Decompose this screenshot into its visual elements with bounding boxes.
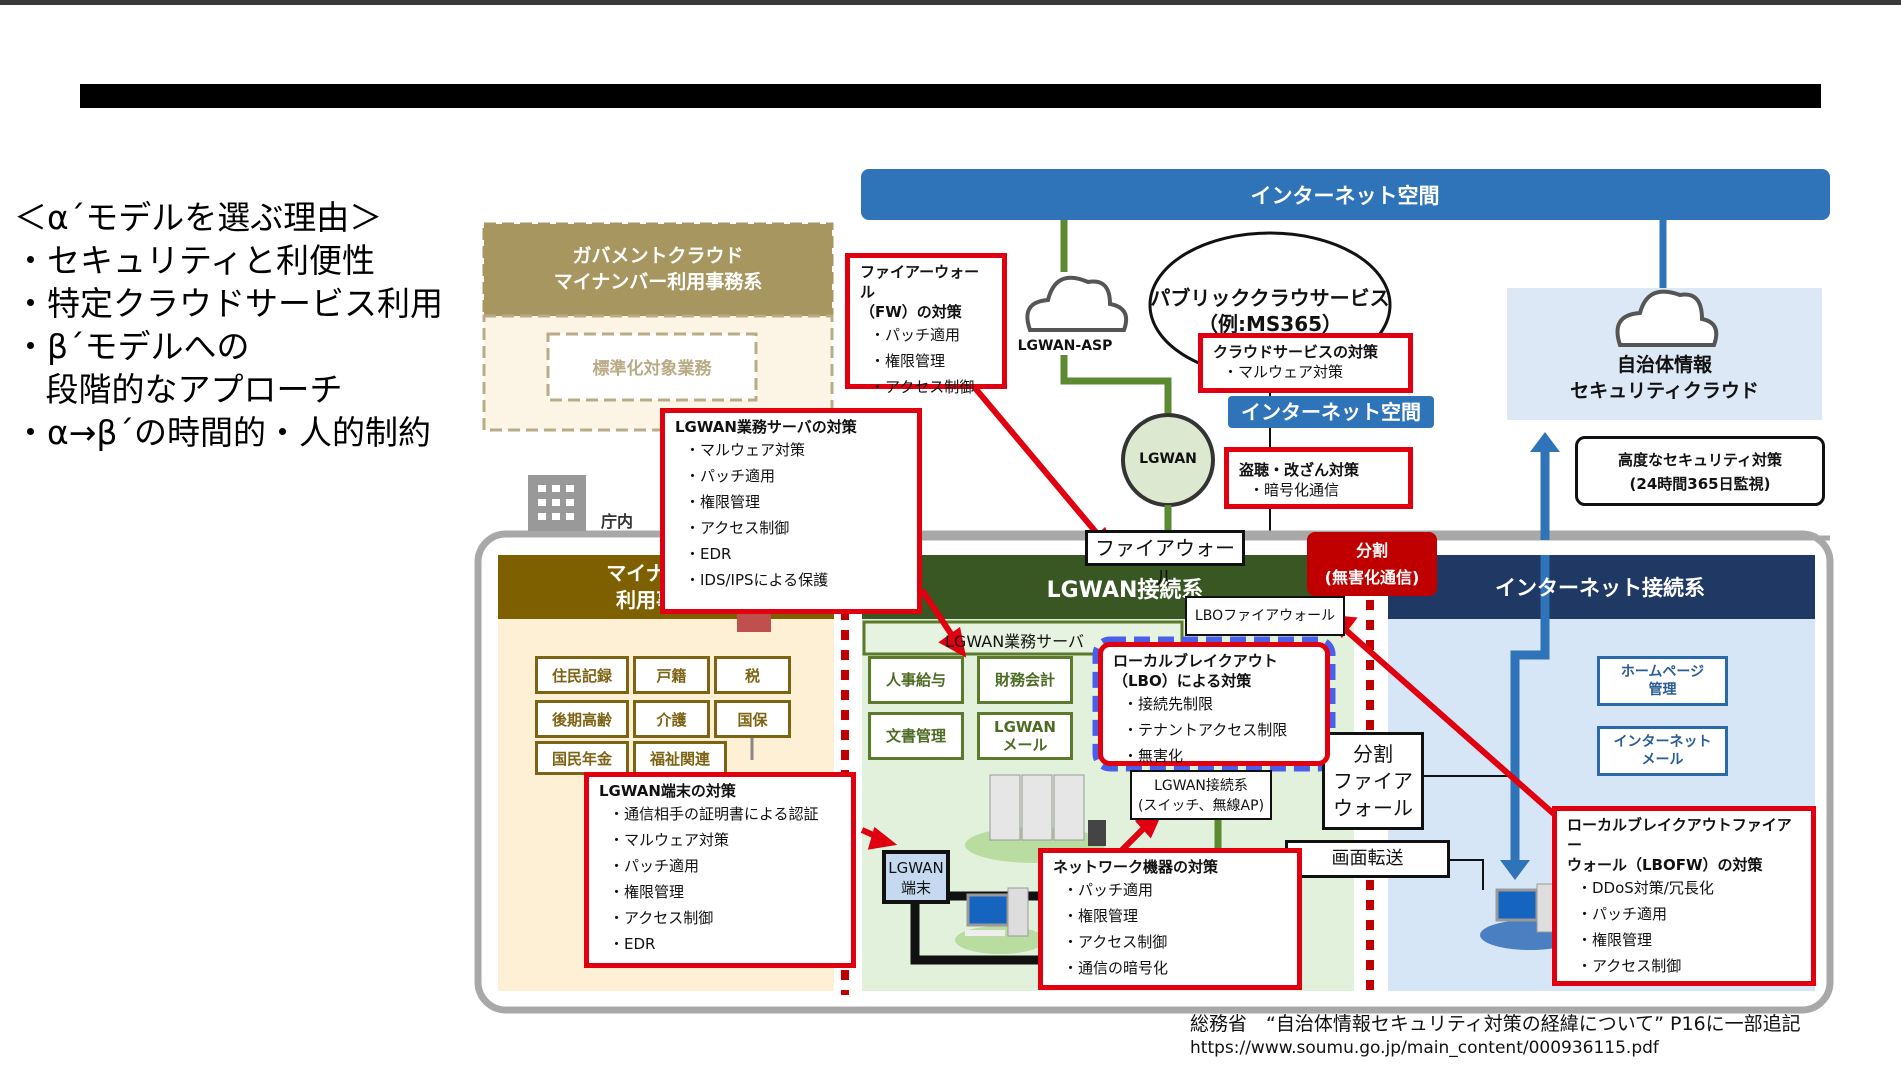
standardization-label: 標準化対象業務 [592, 359, 712, 379]
lgwan-asp-label: LGWAN-ASP [1017, 338, 1113, 354]
service-box: インターネット メール [1597, 726, 1728, 776]
internet-space-mid-badge: インターネット空間 [1228, 396, 1434, 428]
reason-item: ・α→β´の時間的・人的制約 [14, 413, 431, 452]
service-box: 介護 [633, 700, 710, 738]
arrow [1338, 622, 1557, 818]
server-measures-box: LGWAN業務サーバの対策 ・マルウェア対策 ・パッチ適用 ・権限管理 ・アクセ… [660, 408, 922, 614]
reasons-heading: ＜α´モデルを選ぶ理由＞ [14, 198, 383, 237]
advanced-security-box: 高度なセキュリティ対策 (24時間365日監視) [1575, 436, 1825, 506]
reasons-list: ＜α´モデルを選ぶ理由＞ ・セキュリティと利便性 ・特定クラウドサービス利用 ・… [14, 196, 474, 454]
window-top-edge [0, 0, 1901, 5]
arrow [972, 386, 1108, 545]
service-box: LGWAN メール [977, 712, 1073, 760]
gov-cloud-title: ガバメントクラウド マイナンバー利用事務系 [553, 245, 763, 293]
lgwan-terminal-box: LGWAN 端末 [882, 850, 950, 904]
lgwan-server-label: LGWAN業務サーバ [945, 632, 1085, 651]
lgwan-circle-label: LGWAN [1139, 451, 1197, 467]
internet-zone-header [1388, 555, 1815, 619]
standardization-box [546, 332, 758, 402]
pc-icon [965, 887, 1029, 937]
reason-item: 段階的なアプローチ [14, 370, 343, 409]
cloud-measures-box: クラウドサービスの対策 ・マルウェア対策 [1198, 333, 1413, 393]
service-box: 福祉関連 [633, 741, 727, 775]
source-url[interactable]: https://www.soumu.go.jp/main_content/000… [1190, 1038, 1659, 1058]
lgwan-zone-title: LGWAN接続系 [1046, 578, 1204, 603]
screen-transfer-box: 画面転送 [1285, 840, 1450, 878]
lbo-measures-box: ローカルブレイクアウト （LBO）による対策 ・接続先制限 ・テナントアクセス制… [1098, 642, 1330, 766]
service-box: ホームページ 管理 [1597, 656, 1728, 706]
slide-title-bar [80, 84, 1821, 108]
lbofw-measures-box: ローカルブレイクアウトファイアー ウォール（LBOFW）の対策 ・DDoS対策/… [1552, 806, 1816, 986]
gov-cloud-header [482, 222, 834, 318]
terminal-measures-box: LGWAN端末の対策 ・通信相手の証明書による認証 ・マルウェア対策 ・パッチ適… [584, 772, 856, 968]
eavesdrop-measures-box: 盗聴・改ざん対策 ・暗号化通信 [1224, 447, 1413, 509]
office-label: 庁内 [600, 512, 633, 531]
lgwan-switch-box: LGWAN接続系 (スイッチ、無線AP) [1130, 770, 1272, 820]
service-box: 住民記録 [535, 656, 629, 694]
server-icon [989, 774, 1106, 846]
reason-item: ・β´モデルへの [14, 327, 250, 366]
service-box: 後期高齢 [535, 700, 629, 738]
service-box: 財務会計 [977, 656, 1073, 704]
lgwan-asp-cloud-icon [1025, 275, 1129, 332]
fw-measures-box: ファイアーウォール （FW）の対策 ・パッチ適用 ・権限管理 ・アクセス制御 [845, 253, 1007, 396]
lbo-firewall-box: LBOファイアウォール [1185, 596, 1345, 636]
building-icon [528, 475, 586, 531]
reason-item: ・特定クラウドサービス利用 [14, 284, 443, 323]
network-measures-box: ネットワーク機器の対策 ・パッチ適用 ・権限管理 ・アクセス制御 ・通信の暗号化 [1038, 848, 1302, 990]
citation-text: 総務省 “自治体情報セキュリティ対策の経緯について” P16に一部追記 [1190, 1013, 1801, 1035]
service-box: 文書管理 [868, 712, 964, 760]
security-cloud-icon [1615, 289, 1719, 347]
service-box: 税 [714, 656, 791, 694]
service-box: 国保 [714, 700, 791, 738]
service-box: 戸籍 [633, 656, 710, 694]
service-box: 人事給与 [868, 656, 964, 704]
split-badge: 分割 (無害化通信) [1307, 532, 1437, 596]
lbo-outline [1092, 636, 1336, 772]
internet-space-label: インターネット空間 [1250, 184, 1440, 208]
firewall-box: ファイアウォール [1085, 530, 1245, 590]
internet-zone-title: インターネット接続系 [1495, 576, 1705, 600]
split-firewall-box: 分割 ファイア ウォール [1322, 732, 1424, 830]
service-box: 国民年金 [535, 741, 629, 775]
source-citation: 総務省 “自治体情報セキュリティ対策の経緯について” P16に一部追記 http… [1190, 1012, 1801, 1060]
public-cloud-label: パブリッククラウサービス （例:MS365） [1150, 286, 1390, 336]
security-cloud-label: 自治体情報 セキュリティクラウド [1570, 354, 1759, 402]
reason-item: ・セキュリティと利便性 [14, 241, 376, 280]
internet-space-bar [861, 169, 1830, 220]
